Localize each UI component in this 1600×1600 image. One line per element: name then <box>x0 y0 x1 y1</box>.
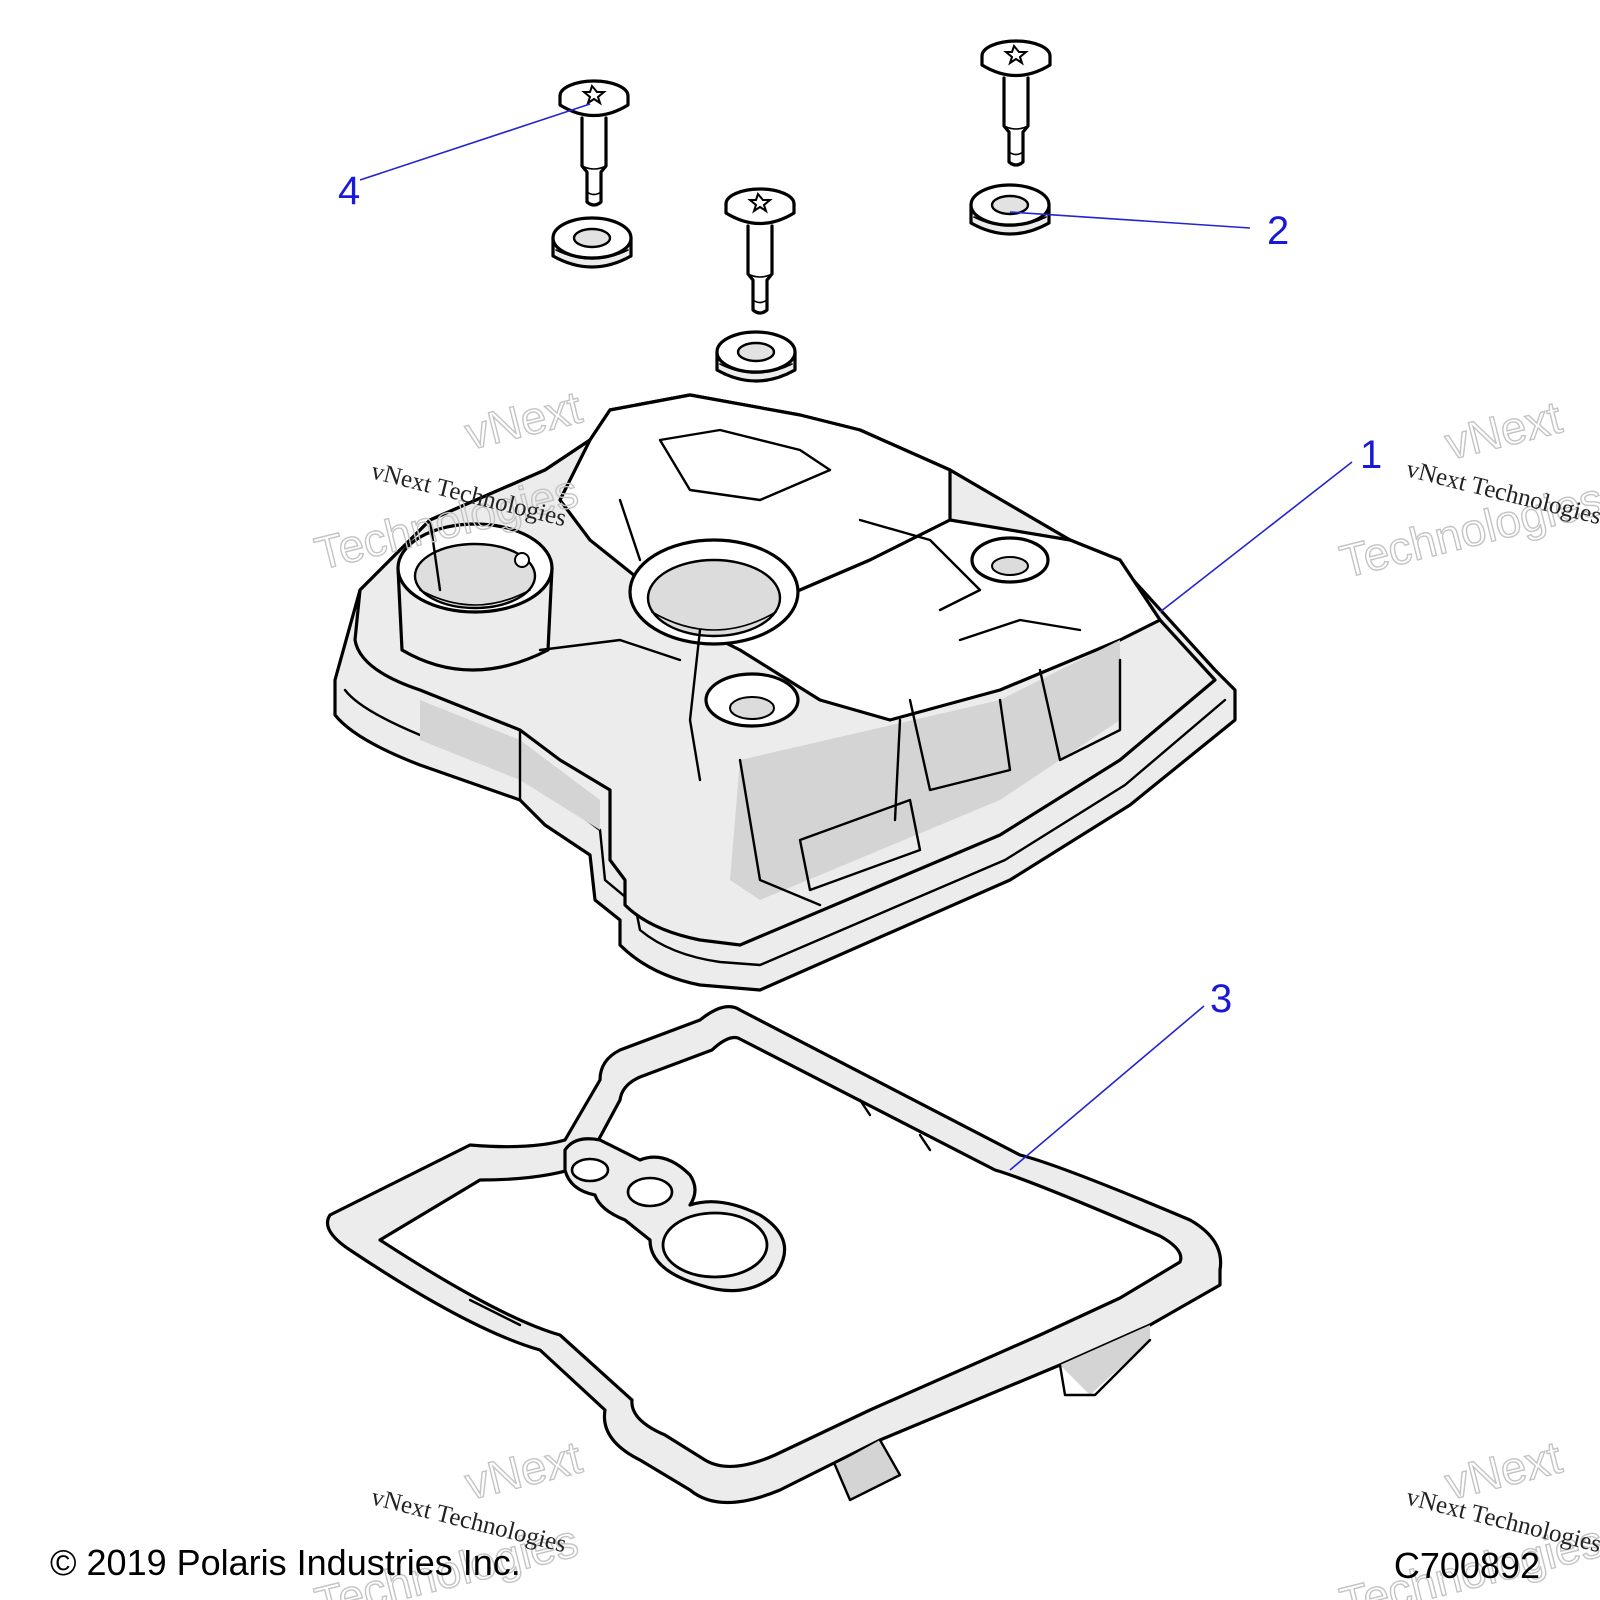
leader-4 <box>359 103 591 181</box>
washer-center <box>715 330 797 383</box>
washer-left <box>551 216 633 269</box>
watermark-big-line1: vNext <box>460 1431 587 1510</box>
bolt-left <box>558 79 630 207</box>
watermark-big-line1: vNext <box>460 381 587 460</box>
leader-1 <box>1159 461 1353 613</box>
gasket <box>325 1005 1223 1505</box>
breather-boss <box>396 522 554 672</box>
bolt-boss-center <box>704 672 800 728</box>
watermark-big-line1: vNext <box>1440 391 1567 470</box>
callout-3: 3 <box>1210 977 1232 1021</box>
callout-4: 4 <box>338 169 360 213</box>
figure-code: C700892 <box>1394 1545 1540 1586</box>
bolt-boss-right <box>970 536 1050 584</box>
callout-1: 1 <box>1360 433 1382 477</box>
center-port <box>628 538 800 646</box>
callout-2: 2 <box>1267 209 1289 253</box>
leader-3 <box>1009 1005 1205 1171</box>
valve-cover <box>333 393 1237 992</box>
washer-right <box>969 183 1051 236</box>
leader-lines <box>359 103 1353 1171</box>
copyright-text: © 2019 Polaris Industries Inc. <box>50 1542 521 1583</box>
bolt-right <box>980 39 1052 167</box>
watermark-top-right: vNext Technologies vNext Technologies <box>1334 390 1600 588</box>
leader-2 <box>1009 211 1251 229</box>
bolt-center <box>724 187 796 315</box>
